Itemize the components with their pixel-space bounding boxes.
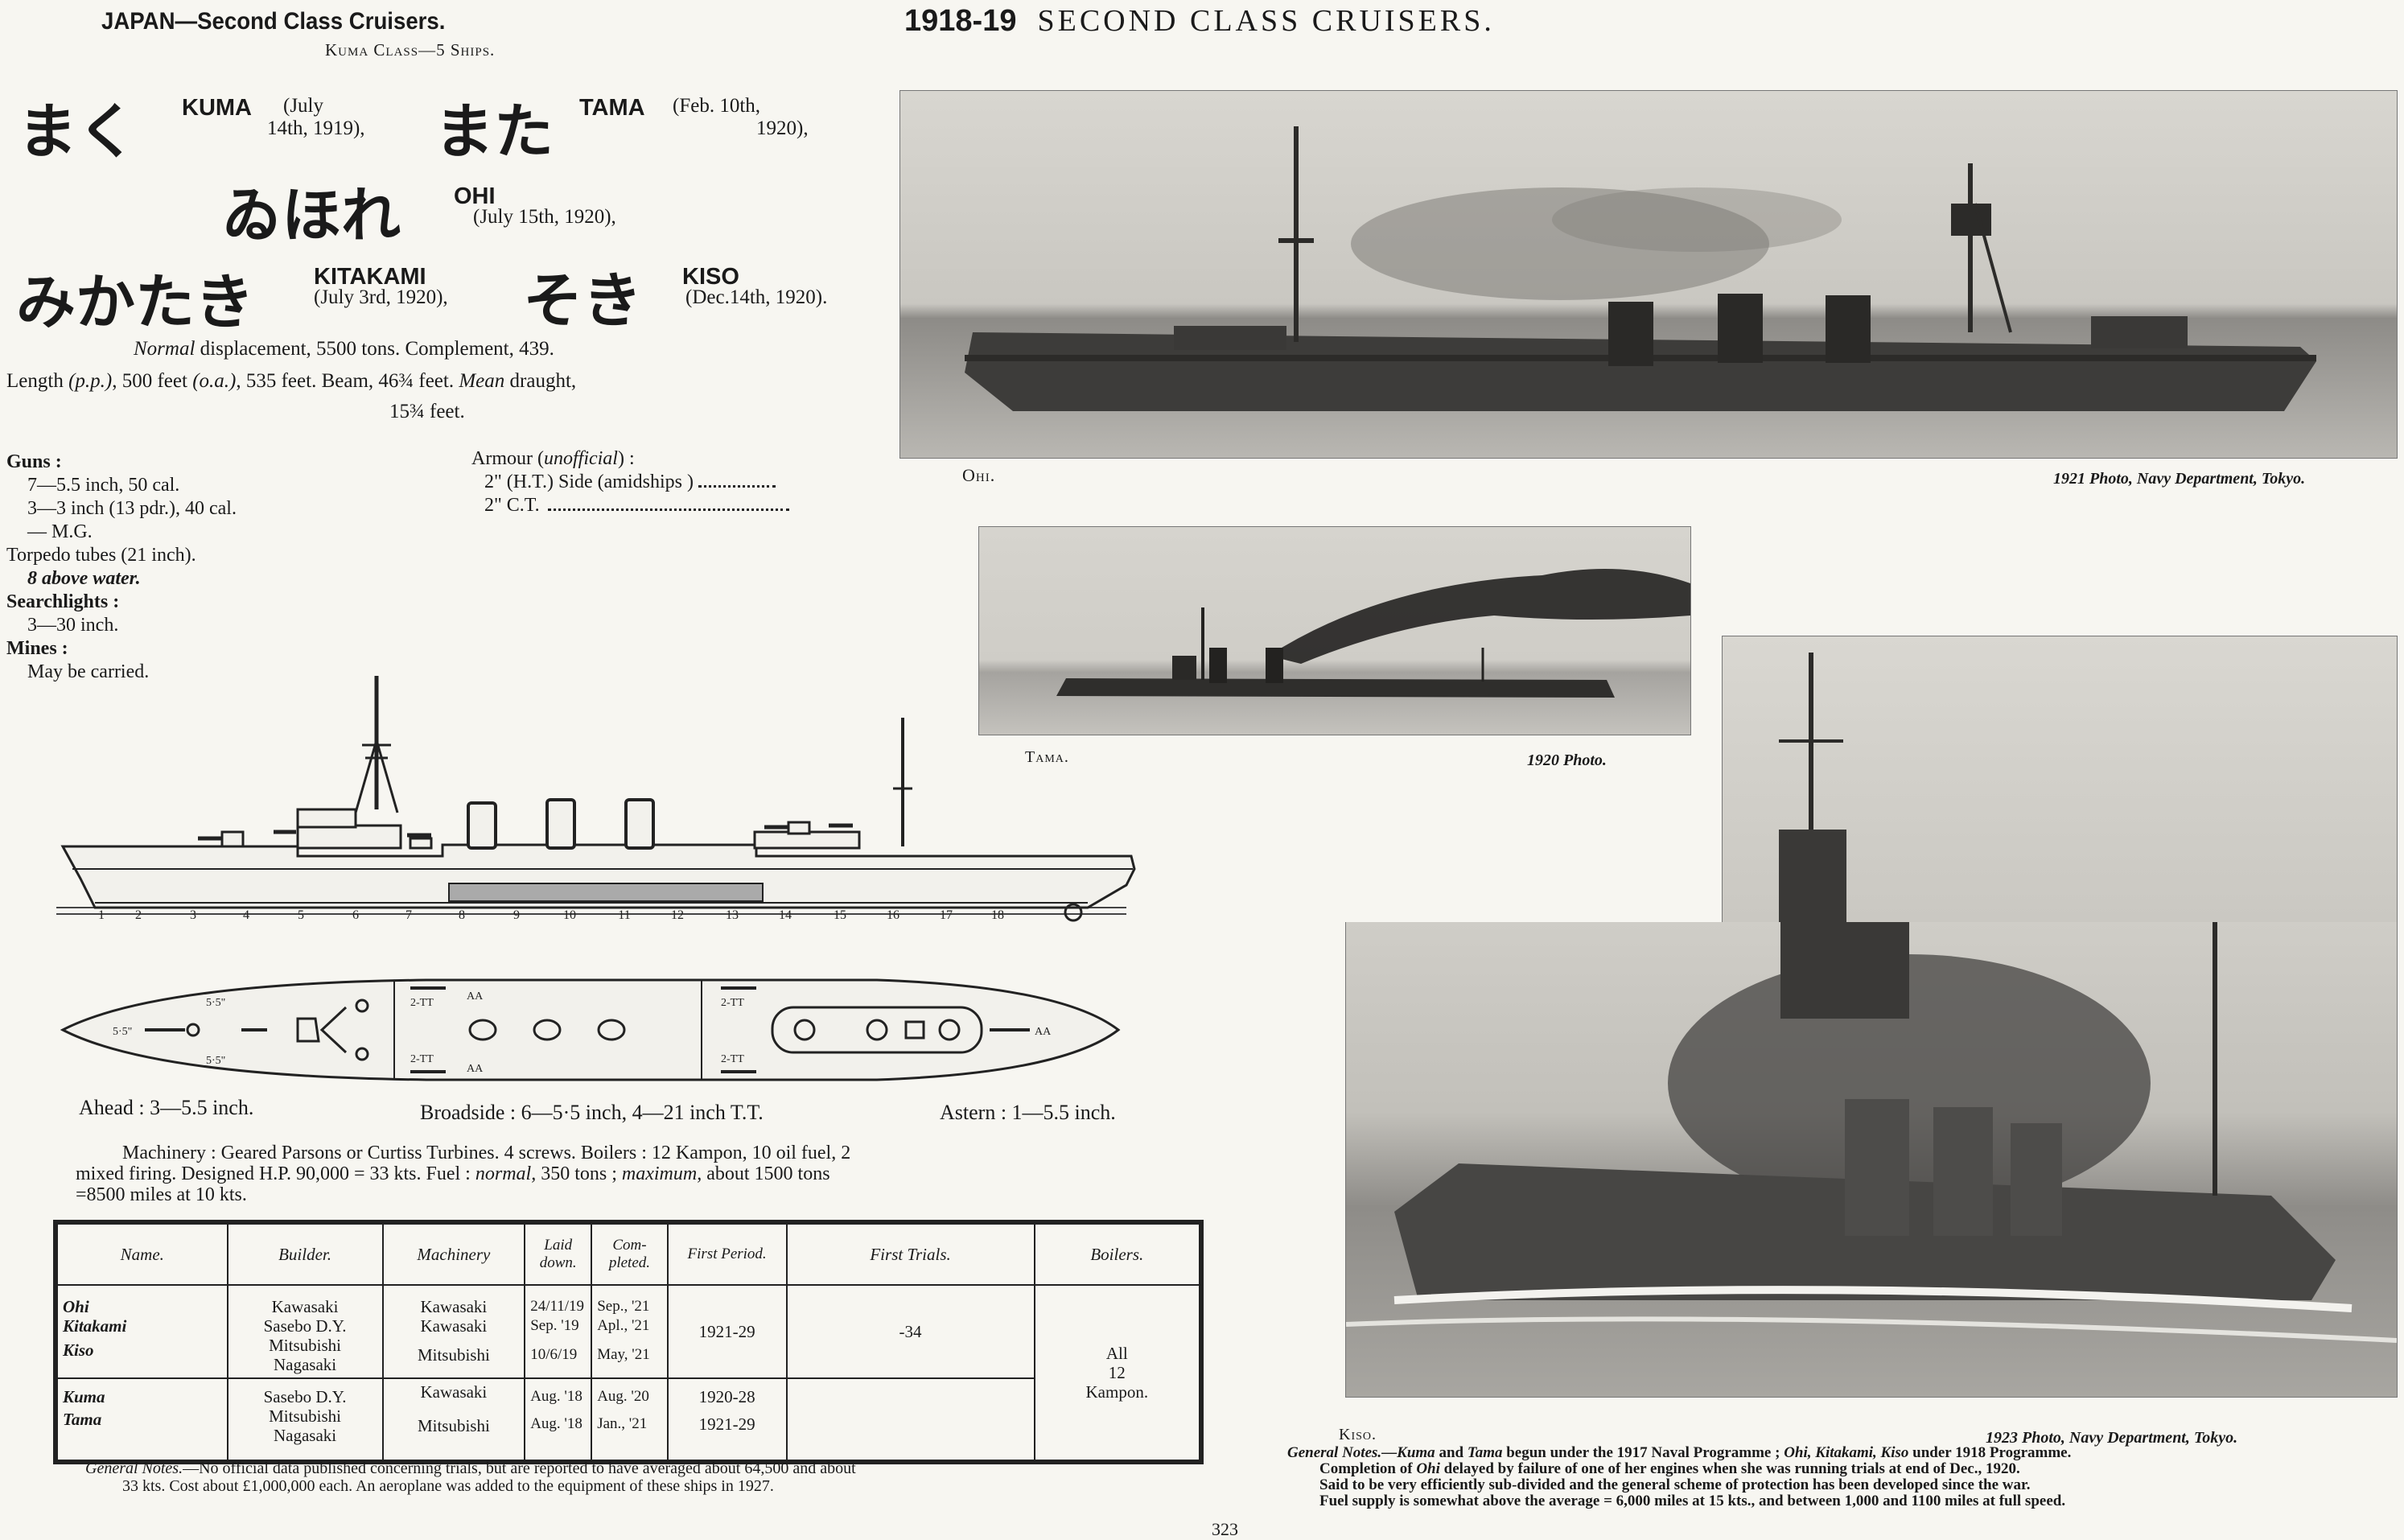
plan-gun-label: 5·5" bbox=[206, 1055, 225, 1067]
frame-number: 1 bbox=[98, 908, 105, 922]
class-subtitle: Kuma Class—5 Ships. bbox=[325, 40, 496, 60]
col-header: Boilers. bbox=[1033, 1223, 1201, 1286]
ship-plan-diagram: 5·5" 5·5" 5·5" 2-TT 2-TT 2-TT 2-TT AA AA… bbox=[60, 978, 1121, 1081]
photo-credit-kiso: 1923 Photo, Navy Department, Tokyo. bbox=[1986, 1429, 2238, 1447]
photo-caption-tama: Tama. bbox=[1025, 748, 1069, 766]
ship-name-label: KITAKAMI bbox=[314, 264, 426, 290]
frame-number: 18 bbox=[991, 908, 1004, 922]
draught-line: 15¾ feet. bbox=[389, 401, 465, 422]
plan-tt-label: 2-TT bbox=[410, 1053, 434, 1065]
plan-gun-label: 5·5" bbox=[206, 997, 225, 1009]
kiso-masts bbox=[1779, 653, 1846, 923]
plan-tt-label: 2-TT bbox=[410, 997, 434, 1009]
plan-aa-label: AA bbox=[467, 990, 484, 1003]
plan-tt-label: 2-TT bbox=[721, 1053, 744, 1065]
photo-kiso-upper bbox=[1722, 636, 2398, 923]
launch-date: (July bbox=[283, 95, 323, 117]
frame-number: 10 bbox=[563, 908, 576, 922]
plan-aa-label: AA bbox=[1035, 1026, 1052, 1038]
frame-number: 4 bbox=[243, 908, 249, 922]
plan-gun-label: 5·5" bbox=[113, 1026, 132, 1038]
astern-fire: Astern : 1—5.5 inch. bbox=[940, 1101, 1116, 1124]
photo-caption-kiso: Kiso. bbox=[1339, 1426, 1377, 1443]
plan-aa-label: AA bbox=[467, 1063, 484, 1075]
right-general-notes: General Notes.—Kuma and Tama begun under… bbox=[1287, 1444, 2072, 1509]
kana-kitakami: みかたき bbox=[16, 268, 254, 337]
displacement-line: Normal displacement, 5500 tons. Compleme… bbox=[134, 338, 554, 360]
ohi-ship-silhouette bbox=[965, 126, 2316, 411]
machinery-paragraph: Machinery : Geared Parsons or Curtiss Tu… bbox=[76, 1143, 851, 1205]
col-header: Builder. bbox=[226, 1223, 384, 1286]
dimensions-line: Length (p.p.), 500 feet (o.a.), 535 feet… bbox=[6, 370, 577, 392]
launch-date: 14th, 1919), bbox=[267, 117, 365, 139]
table-header-row: Name. Builder. Machinery Laid down. Com-… bbox=[56, 1223, 1201, 1286]
table-row: Ohi Kitakami Kiso Kawasaki Sasebo D.Y. M… bbox=[56, 1284, 1201, 1461]
page-number: 323 bbox=[1212, 1519, 1238, 1539]
ship-name-label: KUMA bbox=[182, 95, 252, 121]
ship-name-label: KISO bbox=[682, 264, 739, 290]
col-header: Laid down. bbox=[524, 1223, 593, 1286]
broadside-fire: Broadside : 6—5·5 inch, 4—21 inch T.T. bbox=[420, 1101, 764, 1124]
photo-tama bbox=[978, 526, 1691, 735]
frame-number: 9 bbox=[513, 908, 520, 922]
photo-caption-ohi: Ohi. bbox=[962, 465, 996, 485]
frame-number: 2 bbox=[135, 908, 142, 922]
frame-number: 5 bbox=[298, 908, 304, 922]
ship-profile-diagram: 1 2 3 4 5 6 7 8 9 10 11 12 13 14 15 16 1… bbox=[56, 676, 1136, 922]
table-row: Kuma Tama Sasebo D.Y. Mitsubishi Nagasak… bbox=[56, 1377, 1200, 1461]
launch-date: (July 15th, 1920), bbox=[473, 206, 616, 228]
photo-ohi bbox=[899, 90, 2398, 459]
left-page-title: JAPAN—Second Class Cruisers. bbox=[101, 8, 446, 35]
armament-block: Guns : 7—5.5 inch, 50 cal. 3—3 inch (13 … bbox=[6, 451, 237, 682]
kiso-ship-silhouette bbox=[1346, 922, 2397, 1343]
plan-tt-label: 2-TT bbox=[721, 997, 744, 1009]
tama-ship-silhouette bbox=[1056, 569, 1690, 698]
frame-number: 16 bbox=[887, 908, 899, 922]
col-header: Com-pleted. bbox=[591, 1223, 669, 1286]
year-label: 1918-19 bbox=[904, 4, 1017, 38]
left-general-notes: General Notes.—No official data publishe… bbox=[85, 1460, 856, 1495]
col-header: Machinery bbox=[381, 1223, 526, 1286]
frame-number: 17 bbox=[940, 908, 953, 922]
launch-date: 1920), bbox=[756, 117, 809, 139]
armour-block: Armour (unofficial) : 2" (H.T.) Side (am… bbox=[471, 447, 866, 517]
photo-credit-tama: 1920 Photo. bbox=[1527, 751, 1607, 769]
frame-number: 11 bbox=[618, 908, 630, 922]
launch-date: (July 3rd, 1920), bbox=[314, 286, 448, 308]
ship-name-label: OHI bbox=[454, 183, 496, 209]
frame-number: 15 bbox=[834, 908, 846, 922]
frame-number: 13 bbox=[726, 908, 739, 922]
frame-number: 8 bbox=[459, 908, 465, 922]
col-header: First Period. bbox=[666, 1223, 788, 1286]
photo-kiso-lower bbox=[1345, 922, 2398, 1398]
right-page-header: 1918-19 SECOND CLASS CRUISERS. bbox=[904, 3, 1495, 39]
ship-name-label: TAMA bbox=[579, 95, 645, 121]
trials-table: Name. Builder. Machinery Laid down. Com-… bbox=[53, 1220, 1204, 1464]
launch-date: (Dec.14th, 1920). bbox=[685, 286, 828, 308]
kana-kuma: まく bbox=[18, 97, 137, 167]
kana-kiso: そき bbox=[523, 266, 642, 336]
launch-date: (Feb. 10th, bbox=[673, 95, 761, 117]
ahead-fire: Ahead : 3—5.5 inch. bbox=[79, 1096, 254, 1119]
frame-number: 6 bbox=[352, 908, 359, 922]
frame-number: 3 bbox=[190, 908, 196, 922]
frame-number: 14 bbox=[779, 908, 792, 922]
col-header: First Trials. bbox=[785, 1223, 1035, 1286]
kana-tama: また bbox=[434, 97, 554, 167]
col-header: Name. bbox=[56, 1223, 228, 1286]
photo-credit-ohi: 1921 Photo, Navy Department, Tokyo. bbox=[2053, 470, 2306, 488]
frame-number: 7 bbox=[405, 908, 412, 922]
kana-ohi: ゐほれ bbox=[222, 181, 401, 250]
right-page-title: SECOND CLASS CRUISERS. bbox=[1037, 4, 1495, 38]
frame-number: 12 bbox=[671, 908, 684, 922]
